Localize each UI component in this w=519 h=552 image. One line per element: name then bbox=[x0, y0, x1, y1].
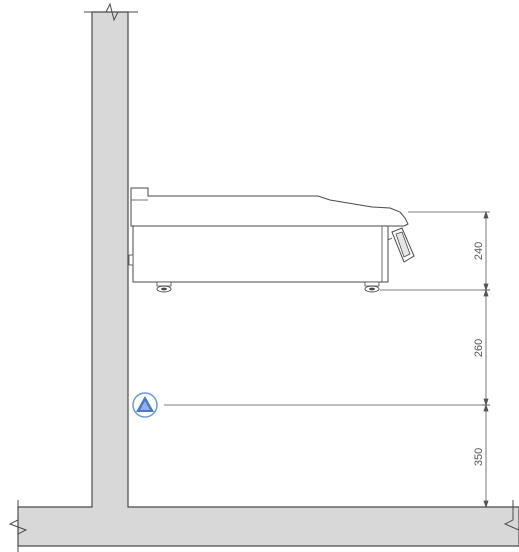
wall-and-floor bbox=[8, 2, 519, 552]
dimension-label-middle: 260 bbox=[473, 339, 485, 357]
extension-lines bbox=[164, 211, 490, 406]
triangle-in-circle-icon bbox=[132, 392, 158, 418]
wall-bracket bbox=[128, 254, 134, 266]
dimension-label-upper: 240 bbox=[473, 242, 485, 260]
dimension-chain bbox=[482, 210, 490, 509]
wall-break-icon bbox=[84, 2, 138, 22]
appliance bbox=[128, 187, 415, 293]
floor-break-left-icon bbox=[8, 500, 28, 552]
concrete-section bbox=[17, 11, 519, 547]
control-knob bbox=[387, 227, 415, 263]
appliance-foot-left bbox=[156, 281, 172, 293]
appliance-foot-right bbox=[364, 281, 380, 293]
appliance-top-profile bbox=[130, 187, 409, 227]
appliance-body bbox=[132, 225, 389, 283]
dimension-label-lower: 350 bbox=[473, 448, 485, 466]
floor-break-right-icon bbox=[503, 500, 519, 531]
